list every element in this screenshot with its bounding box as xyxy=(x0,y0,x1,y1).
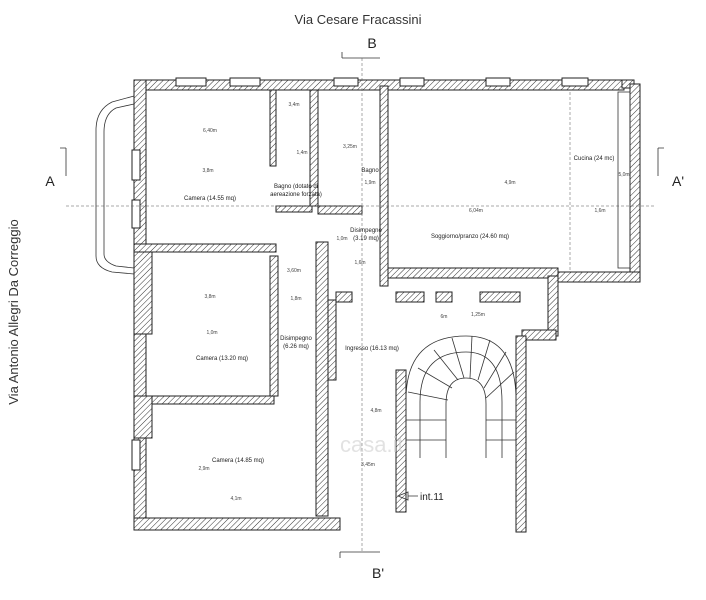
dim-13: 1,6m xyxy=(354,260,365,266)
section-a-right-mark xyxy=(657,147,664,176)
unit-label: int.11 xyxy=(420,492,444,503)
room-soggiorno: Soggiorno/pranzo (24.60 mq) xyxy=(431,234,509,240)
dim-8: 1,6m xyxy=(594,208,605,214)
dim-3: 1,4m xyxy=(296,150,307,156)
dim-16: 6m xyxy=(441,314,448,320)
section-b-top-mark xyxy=(341,52,380,59)
dim-14: 1,8m xyxy=(290,296,301,302)
section-a-left: A xyxy=(45,173,55,189)
room-disimpegno-2b: (6.26 mq) xyxy=(283,344,309,350)
watermark: casa.it xyxy=(340,432,404,457)
entry-arrow xyxy=(396,491,418,501)
dim-9: 6,04m xyxy=(469,208,483,214)
room-camera-2: Camera (13.20 mq) xyxy=(196,356,248,362)
street-left-label: Via Antonio Allegri Da Correggio xyxy=(6,219,21,405)
dim-10: 5,0m xyxy=(618,172,629,178)
room-camera-3: Camera (14.85 mq) xyxy=(212,458,264,464)
dim-12: 3,60m xyxy=(287,268,301,274)
room-bagno: Bagno xyxy=(361,168,379,174)
dim-18: 4,8m xyxy=(370,408,381,414)
dim-19: 3,45m xyxy=(361,462,375,468)
room-camera-1: Camera (14.55 mq) xyxy=(184,196,236,202)
dim-7: 4,9m xyxy=(504,180,515,186)
section-a-left-mark xyxy=(60,147,67,176)
street-top-label: Via Cesare Fracassini xyxy=(295,12,422,27)
section-b-bottom-mark xyxy=(339,551,380,558)
windows xyxy=(131,77,589,471)
dim-11: 1,0m xyxy=(336,236,347,242)
dim-17: 3,8m xyxy=(204,294,215,300)
walls xyxy=(133,79,641,533)
balcony xyxy=(95,95,135,275)
section-b-top: B xyxy=(367,35,376,51)
room-cucina: Cucina (24 mc) xyxy=(574,156,615,162)
dim-15: 1,25m xyxy=(471,312,485,318)
room-labels: Camera (14.55 mq) Bagno (dotato di aerea… xyxy=(184,156,614,503)
staircase xyxy=(405,335,517,458)
room-disimpegno-2a: Disimpegno xyxy=(280,336,312,342)
room-bagno-aer-1: Bagno (dotato di xyxy=(274,184,318,190)
room-disimpegno-1b: (3.19 mq) xyxy=(353,236,379,242)
dim-20: 2,9m xyxy=(198,466,209,472)
dim-1: 3,4m xyxy=(288,102,299,108)
dim-22: 1,0m xyxy=(206,330,217,336)
dim-21: 4,1m xyxy=(230,496,241,502)
section-a-right: A' xyxy=(672,173,684,189)
room-ingresso: Ingresso (16.13 mq) xyxy=(345,346,399,352)
dim-4: 3,25m xyxy=(343,144,357,150)
dimension-labels: 3,4m 6,40m 1,4m 3,25m 1,9m 3,8m 4,9m 1,6… xyxy=(198,102,629,502)
room-disimpegno-1a: Disimpegno xyxy=(350,228,382,234)
kitchen-counter xyxy=(617,91,631,269)
dim-2: 6,40m xyxy=(203,128,217,134)
dim-5: 1,9m xyxy=(364,180,375,186)
room-bagno-aer-2: aereazione forzata) xyxy=(270,192,322,198)
section-b-bottom: B' xyxy=(372,565,384,581)
dim-6: 3,8m xyxy=(202,168,213,174)
balcony-inner xyxy=(103,103,135,269)
